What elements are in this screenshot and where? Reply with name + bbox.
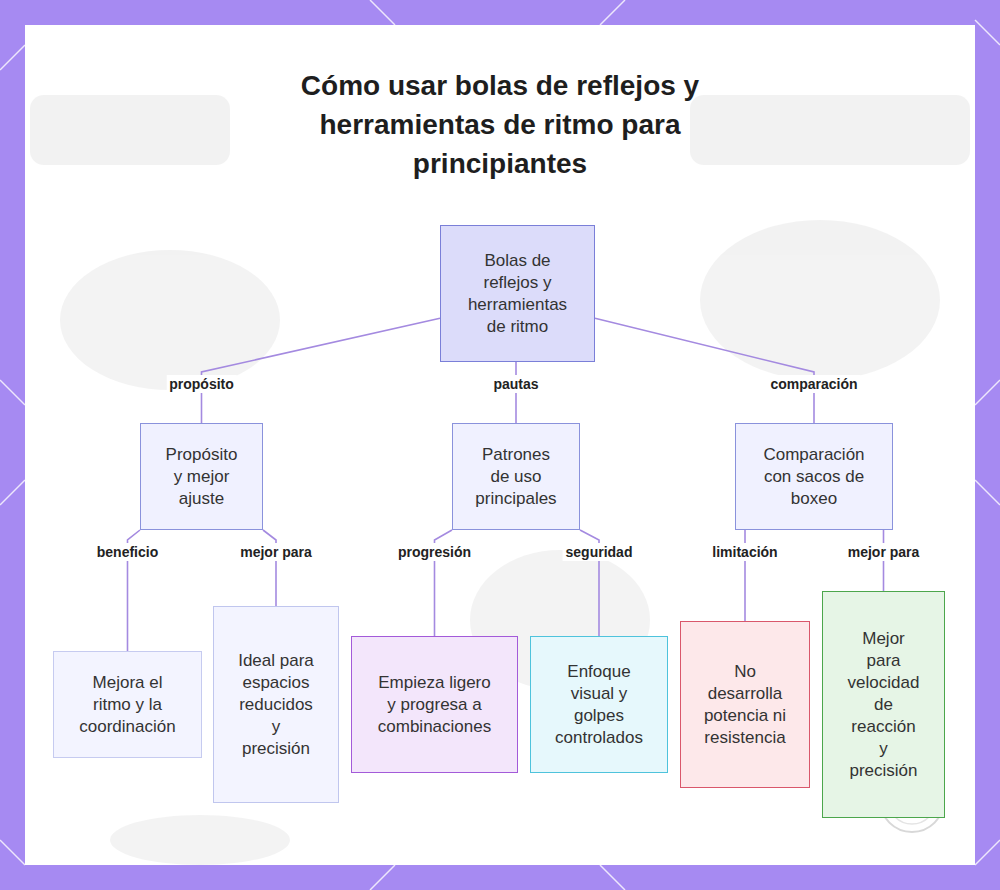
connector-line [202, 318, 441, 423]
node-label: No desarrolla potencia ni resistencia [701, 661, 789, 749]
edge-label: seguridad [563, 543, 636, 561]
detail-box: Enfoque visual y golpes controlados [530, 636, 668, 773]
frame-stroke [0, 480, 25, 505]
connector-line [263, 530, 276, 606]
edge-label: limitación [709, 543, 780, 561]
frame-stroke [370, 865, 395, 890]
node-label: Propósito y mejor ajuste [161, 444, 243, 510]
frame-stroke [0, 45, 25, 70]
node-label: Patrones de uso principales [472, 444, 560, 510]
frame-stroke [975, 380, 1000, 405]
category-box: Patrones de uso principales [452, 423, 580, 530]
node-label: Empieza ligero y progresa a combinacione… [375, 672, 495, 738]
blurred-background [30, 95, 970, 865]
detail-box: Empieza ligero y progresa a combinacione… [351, 636, 518, 773]
node-label: Comparación con sacos de boxeo [754, 444, 874, 510]
detail-box: Mejora el ritmo y la coordinación [53, 651, 202, 758]
edge-label: progresión [395, 543, 474, 561]
frame-stroke [370, 0, 395, 25]
frame-stroke [975, 840, 1000, 865]
detail-box: Mejor para velocidad de reacción y preci… [822, 591, 945, 818]
content-panel [25, 25, 975, 865]
blurred-shape [110, 815, 290, 865]
frame-stroke [975, 480, 1000, 505]
edge-label: pautas [490, 375, 541, 393]
node-label: Ideal para espacios reducidos y precisió… [236, 650, 316, 760]
edge-label: beneficio [94, 543, 161, 561]
edge-label: mejor para [845, 543, 923, 561]
edge-label: mejor para [237, 543, 315, 561]
edge-label: propósito [166, 375, 237, 393]
category-box: Comparación con sacos de boxeo [735, 423, 893, 530]
frame-stroke [975, 20, 1000, 45]
frame-stroke [600, 865, 625, 890]
blurred-shape [30, 95, 230, 165]
frame-stroke [600, 0, 625, 25]
node-label: Bolas de reflejos y herramientas de ritm… [463, 250, 573, 338]
frame-stroke [0, 840, 25, 865]
diagram-title: Cómo usar bolas de reflejos y herramient… [250, 66, 750, 183]
detail-box: Ideal para espacios reducidos y precisió… [213, 606, 339, 803]
root-box: Bolas de reflejos y herramientas de ritm… [440, 225, 595, 362]
connector-line [595, 318, 814, 423]
blurred-shape [700, 220, 940, 380]
frame-stroke [0, 380, 25, 405]
detail-box: No desarrolla potencia ni resistencia [680, 621, 810, 788]
node-label: Mejora el ritmo y la coordinación [75, 672, 180, 738]
node-label: Enfoque visual y golpes controlados [552, 661, 647, 749]
blurred-shape [690, 95, 970, 165]
node-label: Mejor para velocidad de reacción y preci… [846, 628, 921, 782]
blurred-shape [60, 250, 280, 390]
edge-label: comparación [767, 375, 860, 393]
category-box: Propósito y mejor ajuste [140, 423, 263, 530]
